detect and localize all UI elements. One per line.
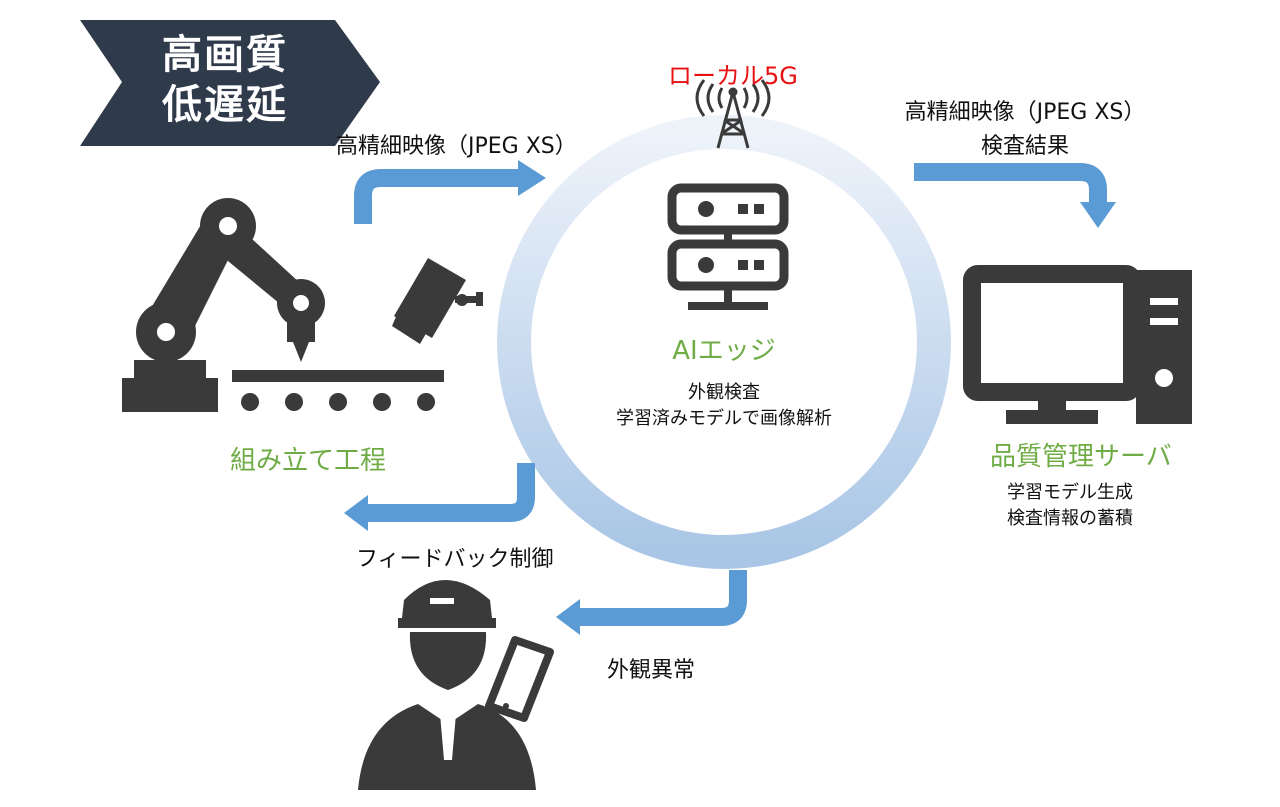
arrow-to-server: [914, 163, 1107, 204]
server-label: 品質管理サーバ: [990, 442, 1172, 472]
arrow-to-server-head: [1080, 202, 1116, 228]
server-desc-line1: 学習モデル生成: [1007, 482, 1133, 503]
banner-shape: [80, 20, 380, 146]
flow-label-to-server: 高精細映像（JPEG XS） 検査結果: [870, 96, 1180, 164]
flow-label-to-server-line1: 高精細映像（JPEG XS）: [904, 100, 1146, 125]
banner-text: 高画質 低遅延: [140, 30, 310, 130]
flow-label-to-edge: 高精細映像（JPEG XS）: [336, 134, 577, 159]
banner-line1: 高画質: [162, 32, 288, 78]
edge-description: 外観検査 学習済みモデルで画像解析: [594, 380, 854, 432]
arrow-anomaly-head: [556, 599, 580, 635]
edge-title: AIエッジ: [672, 336, 776, 366]
worker-icon: [358, 580, 536, 790]
arrow-anomaly: [578, 570, 747, 626]
flow-label-anomaly: 外観異常: [607, 658, 696, 683]
banner-line2: 低遅延: [162, 82, 288, 128]
conveyor-icon: [232, 370, 444, 411]
computer-icon: [963, 265, 1192, 424]
arrow-to-edge-head: [518, 160, 546, 196]
arrow-to-edge: [354, 169, 520, 224]
antenna-icon: [695, 79, 771, 149]
camera-icon: [392, 258, 483, 344]
server-icon: [667, 183, 789, 310]
network-label: ローカル5G: [668, 62, 798, 90]
robot-arm-icon: [122, 198, 325, 412]
server-description: 学習モデル生成 検査情報の蓄積: [980, 480, 1160, 532]
server-desc-line2: 検査情報の蓄積: [1007, 508, 1133, 529]
flow-label-to-server-line2: 検査結果: [980, 134, 1069, 159]
arrow-feedback: [366, 463, 535, 522]
assembly-label: 組み立て工程: [230, 446, 387, 476]
edge-desc-line2: 学習済みモデルで画像解析: [616, 408, 832, 429]
edge-desc-line1: 外観検査: [688, 382, 760, 403]
flow-label-feedback: フィードバック制御: [356, 547, 554, 572]
arrow-feedback-head: [344, 495, 368, 531]
smartphone-icon: [485, 636, 554, 722]
